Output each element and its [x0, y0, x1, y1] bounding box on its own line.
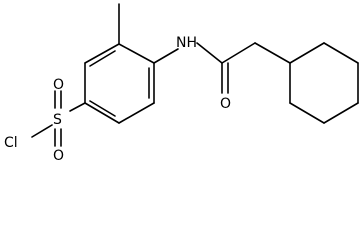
atom-label-o-bottom: O: [53, 148, 64, 164]
bond-cy-4: [323, 102, 359, 124]
structure-diagram: NH O S O O Cl: [4, 3, 359, 164]
bond-ring-6: [84, 43, 120, 64]
bond-ring-double-c: [89, 50, 116, 67]
bond-cy-2: [323, 42, 359, 64]
bond-ring-n: [153, 48, 179, 64]
bond-ring-s: [69, 102, 86, 112]
bond-cy-1: [289, 42, 325, 64]
atom-label-o-top: O: [53, 77, 64, 93]
atom-label-s: S: [53, 112, 62, 128]
bond-ch2-cyclohexyl: [254, 42, 291, 64]
bond-s-cl: [31, 124, 53, 138]
atom-label-o-carbonyl: O: [220, 96, 231, 112]
molecule-canvas: NH O S O O Cl: [4, 3, 359, 164]
bond-ring-1: [118, 43, 155, 64]
benzene-ring: [84, 43, 155, 124]
atom-label-nh: NH: [176, 35, 197, 51]
bond-carbonyl-ch2: [221, 42, 256, 64]
bond-ring-4: [84, 102, 120, 124]
bond-ring-double-b: [89, 100, 116, 117]
bond-n-carbonyl: [196, 42, 223, 64]
cyclohexane-ring: [289, 42, 359, 124]
bond-cy-5: [289, 102, 325, 124]
bond-ring-3: [118, 102, 155, 124]
atom-label-cl: Cl: [4, 135, 18, 151]
